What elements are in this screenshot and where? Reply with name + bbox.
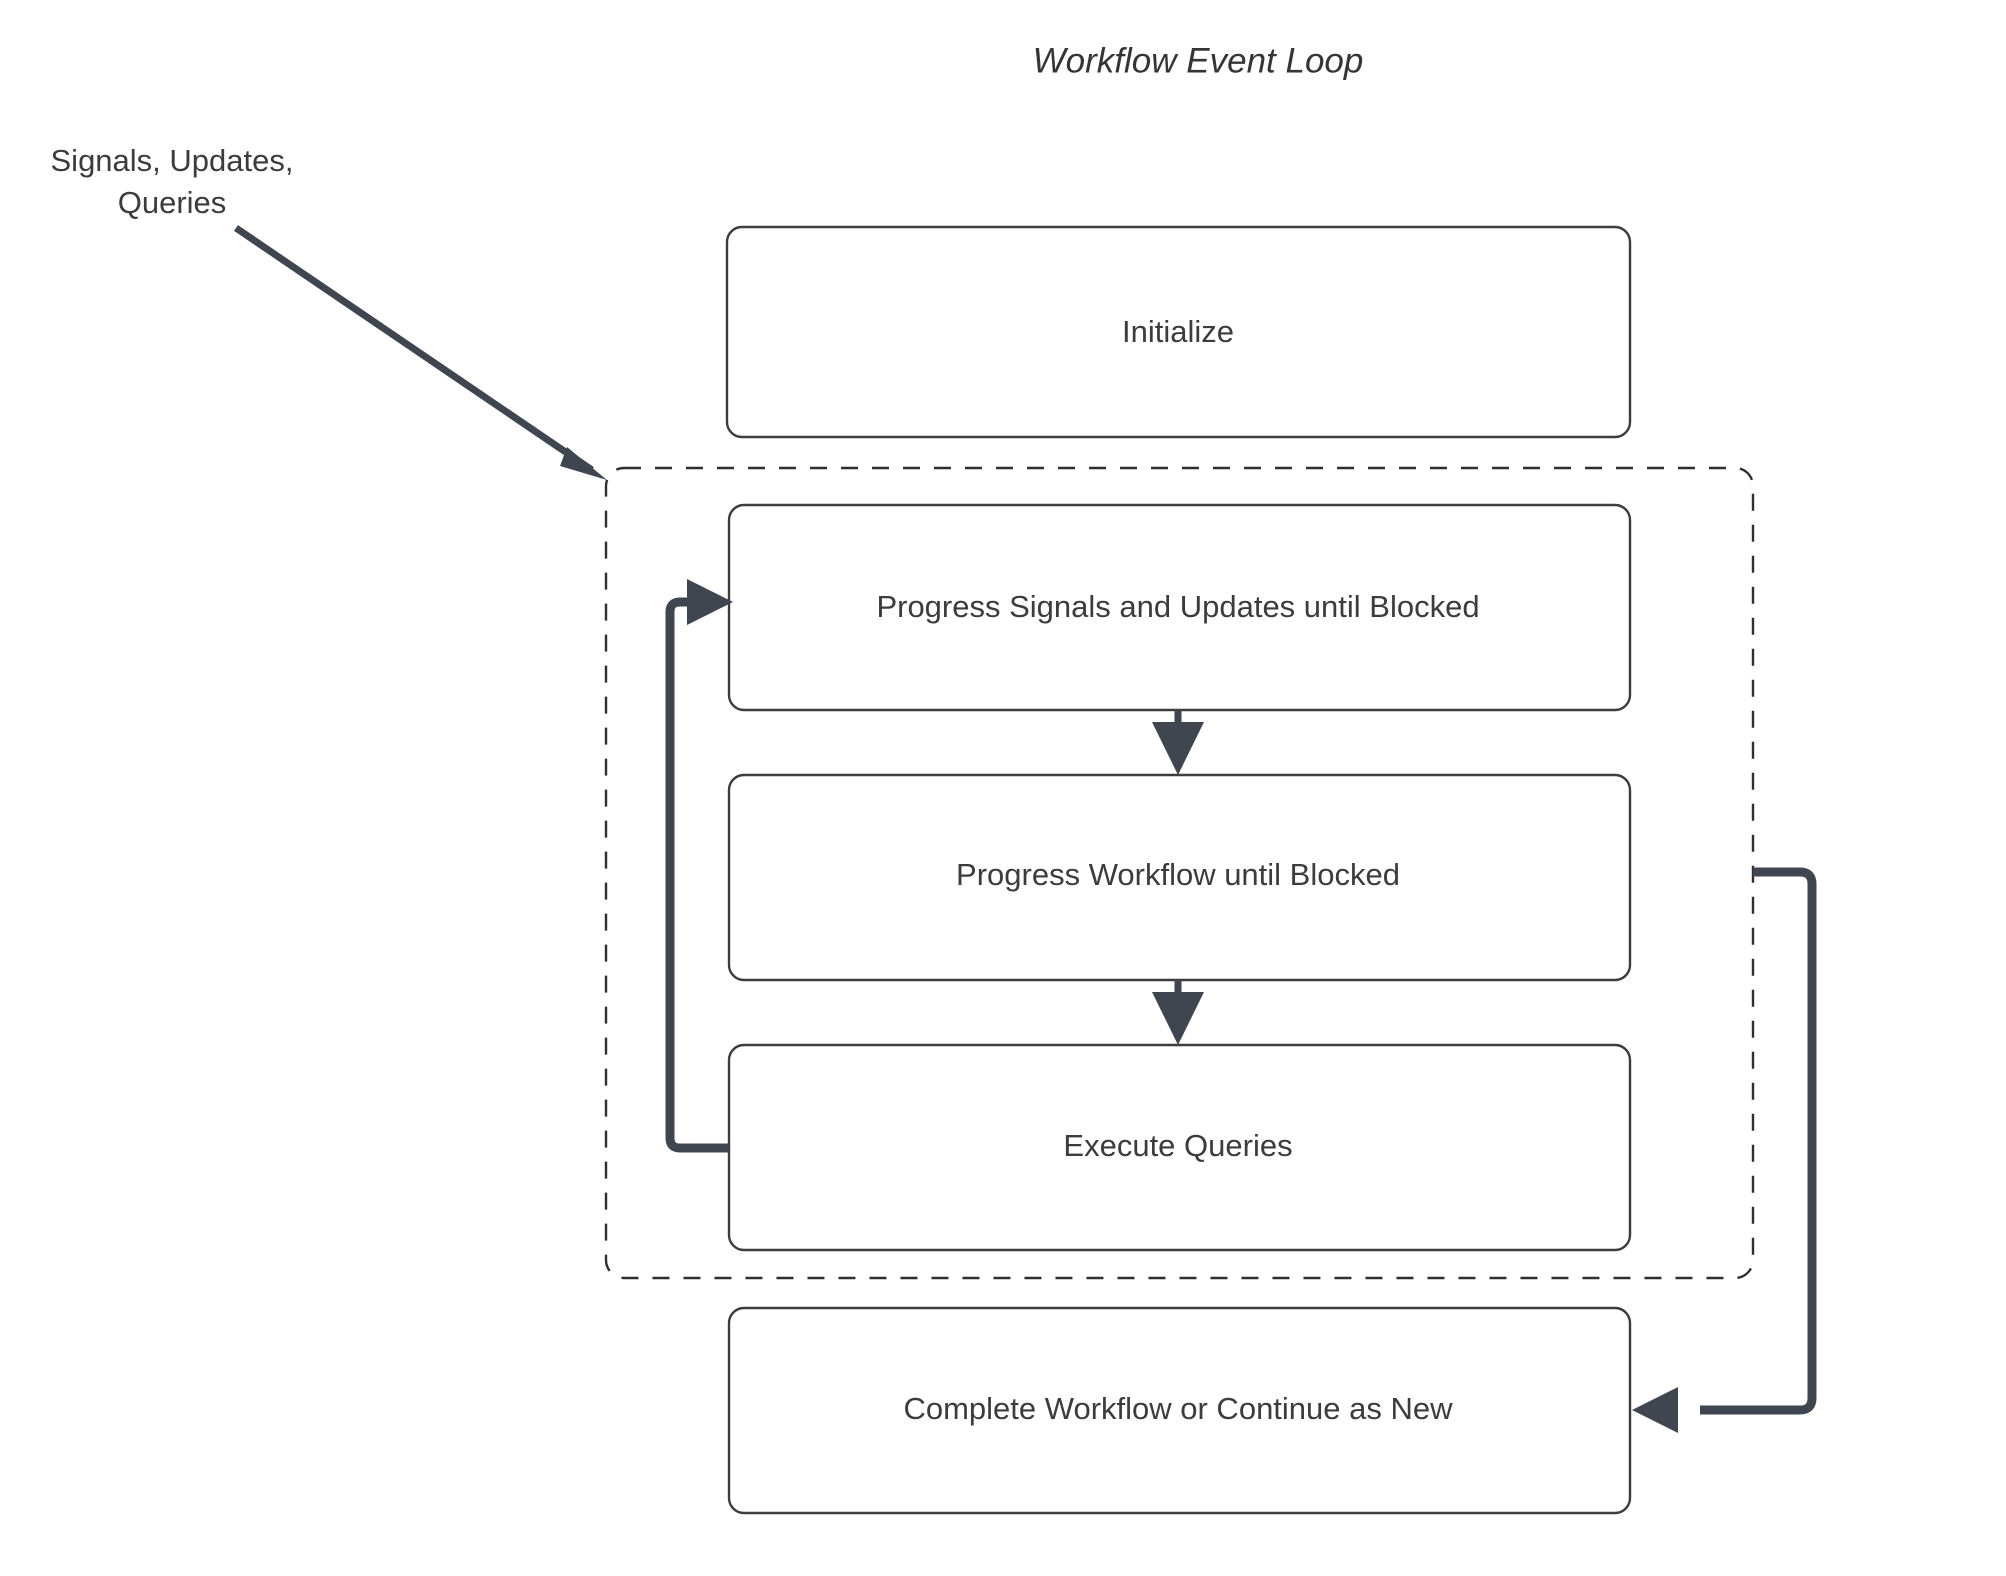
- node-execute-queries[interactable]: Execute Queries: [727, 1043, 1632, 1252]
- node-progress-workflow[interactable]: Progress Workflow until Blocked: [727, 773, 1632, 982]
- external-input-arrow-head: [560, 447, 607, 480]
- diagram-title: Workflow Event Loop: [1033, 41, 1364, 80]
- node-complete-workflow[interactable]: Complete Workflow or Continue as New: [727, 1306, 1632, 1515]
- edge-signals-to-workflow-arrow-head: [1152, 722, 1204, 775]
- node-initialize-label: Initialize: [1122, 314, 1234, 349]
- external-input-label-line1: Signals, Updates,: [51, 143, 294, 178]
- node-progress-workflow-label: Progress Workflow until Blocked: [956, 857, 1400, 892]
- edge-group-to-complete-arrow-head: [1632, 1387, 1678, 1433]
- edge-queries-to-signals-line: [665, 597, 729, 1153]
- edge-group-to-complete-line: [1700, 867, 1817, 1415]
- external-input-label-line2: Queries: [118, 185, 227, 220]
- node-initialize-shape: [725, 225, 1632, 439]
- node-complete-workflow-label: Complete Workflow or Continue as New: [903, 1391, 1453, 1426]
- node-progress-signals[interactable]: Progress Signals and Updates until Block…: [727, 503, 1632, 712]
- node-progress-signals-label: Progress Signals and Updates until Block…: [876, 589, 1479, 624]
- external-input-arrow-line: [234, 225, 594, 473]
- node-initialize[interactable]: Initialize: [725, 225, 1632, 439]
- node-execute-queries-label: Execute Queries: [1063, 1128, 1292, 1163]
- node-complete-workflow-shape: [727, 1306, 1632, 1515]
- edge-workflow-to-queries-arrow-head: [1152, 992, 1204, 1045]
- edge-queries-to-signals-arrow-head: [687, 579, 733, 625]
